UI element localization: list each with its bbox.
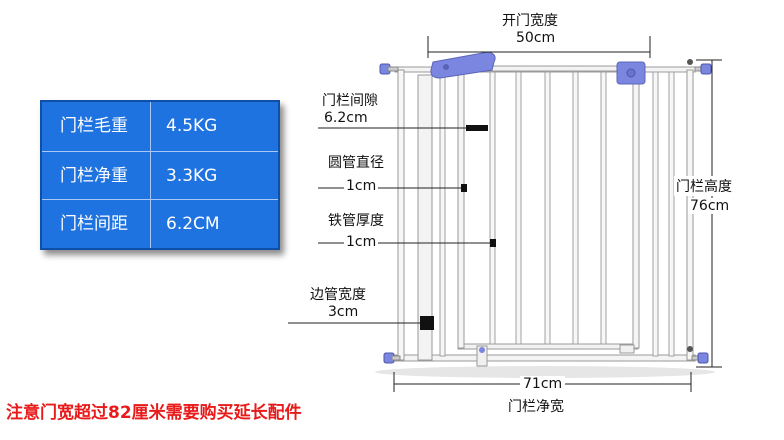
- pressure-mount-top-right: [687, 59, 712, 75]
- spec-label: 门栏净重: [60, 166, 128, 186]
- bottom-connector: [476, 345, 488, 367]
- spec-label: 门栏间距: [60, 214, 128, 234]
- pressure-mount-bottom-right: [687, 346, 709, 364]
- extension-notice: 注意门宽超过82厘米需要购买延长配件: [6, 403, 302, 423]
- height-title: 门栏高度: [674, 176, 734, 196]
- gap-marker: [466, 125, 488, 131]
- door-bars: [489, 71, 607, 345]
- iron-tube-title: 铁管厚度: [328, 213, 384, 229]
- side-tube-value: 3cm: [328, 304, 359, 320]
- spec-row-net-weight: 门栏净重 3.3KG: [42, 151, 278, 200]
- spec-value: 3.3KG: [166, 166, 218, 186]
- spec-row-gross-weight: 门栏毛重 4.5KG: [42, 102, 278, 150]
- side-tube-marker: [420, 316, 434, 330]
- pressure-mount-bottom-left: [383, 352, 401, 364]
- latch-screw: [443, 64, 449, 70]
- iron-tube-marker: [490, 239, 496, 247]
- spec-value: 4.5KG: [166, 116, 218, 136]
- opening-width-title: 开门宽度: [502, 13, 558, 29]
- round-tube-title: 圆管直径: [328, 155, 384, 171]
- gap-value: 6.2cm: [324, 110, 368, 126]
- door-post-right: [632, 69, 640, 349]
- height-value: 76cm: [688, 198, 732, 214]
- latch-handle-top: [430, 51, 496, 79]
- floor-shadow: [375, 366, 715, 378]
- side-tube: [417, 74, 433, 361]
- width-title: 门栏净宽: [508, 399, 564, 415]
- gap-title: 门栏间隙: [322, 93, 378, 109]
- spec-table: 门栏毛重 4.5KG 门栏净重 3.3KG 门栏间距 6.2CM: [40, 100, 280, 250]
- fixed-bars-right: [652, 71, 675, 357]
- spec-label: 门栏毛重: [60, 116, 128, 136]
- side-tube-title: 边管宽度: [310, 287, 366, 303]
- spec-value: 6.2CM: [166, 214, 220, 234]
- opening-width-value: 50cm: [516, 30, 556, 46]
- outer-post-left: [397, 69, 405, 361]
- round-tube-value: 1cm: [344, 178, 379, 194]
- iron-tube-value: 1cm: [344, 234, 379, 250]
- spec-table-divider: [150, 102, 151, 248]
- fixed-bars-left: [439, 73, 446, 357]
- spec-row-bar-spacing: 门栏间距 6.2CM: [42, 199, 278, 248]
- outer-post-right: [686, 69, 694, 361]
- round-tube-marker: [461, 184, 467, 192]
- pressure-mount-top-left: [379, 63, 399, 75]
- width-value: 71cm: [520, 376, 566, 392]
- door-post-left: [457, 69, 465, 349]
